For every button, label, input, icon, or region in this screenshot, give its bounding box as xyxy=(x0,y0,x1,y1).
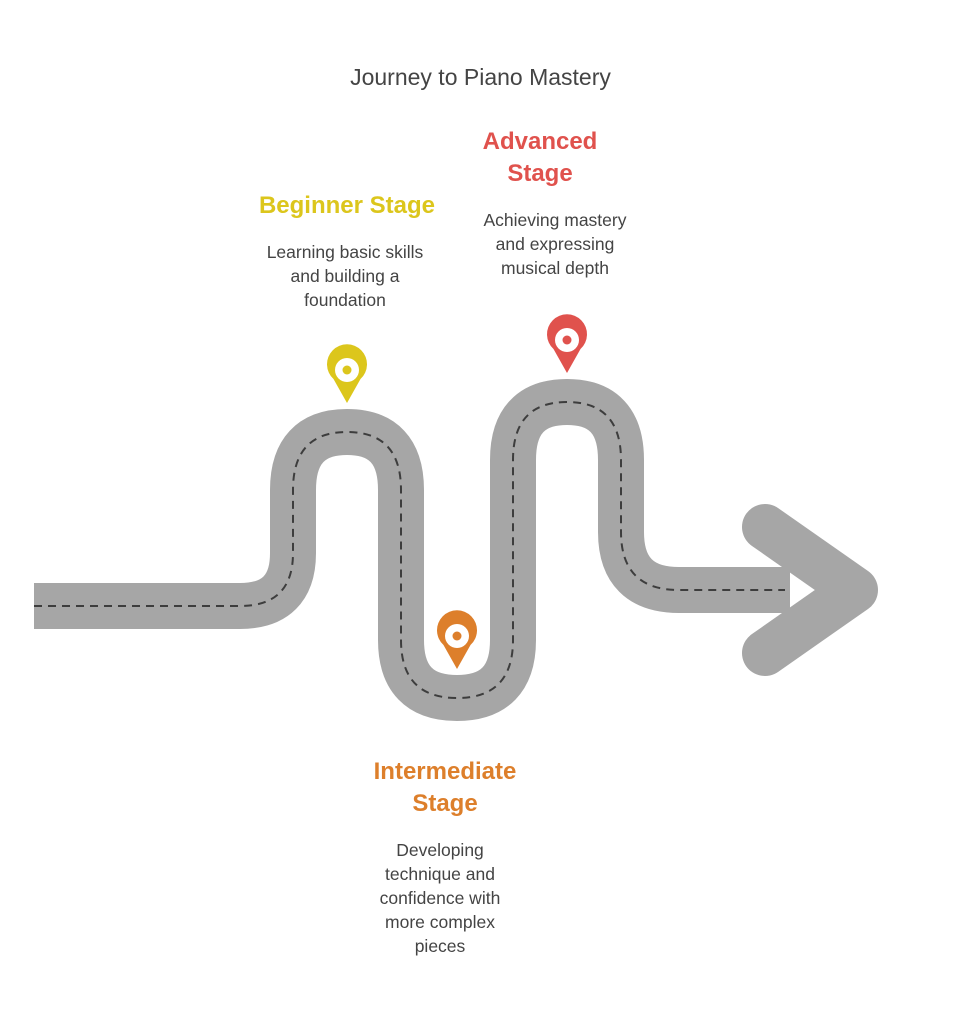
beginner-title-line: Beginner Stage xyxy=(258,192,436,219)
beginner-map-pin-icon xyxy=(327,344,367,403)
intermediate-title-line: Stage xyxy=(412,790,478,817)
advanced-stage-title: Advanced Stage xyxy=(430,126,650,190)
road xyxy=(34,379,790,721)
advanced-title-line: Advanced xyxy=(482,128,598,155)
intermediate-stage-description: Developing technique and confidence with… xyxy=(340,838,540,958)
advanced-title-line: Stage xyxy=(507,160,573,187)
road-center-dashes xyxy=(34,400,785,700)
diagram-title: Journey to Piano Mastery xyxy=(350,64,611,90)
advanced-desc-line: Achieving mastery xyxy=(483,210,627,230)
intermediate-desc-line: pieces xyxy=(414,936,466,956)
beginner-desc-line: and building a xyxy=(290,266,400,286)
beginner-desc-line: foundation xyxy=(304,290,386,310)
intermediate-desc-line: Developing xyxy=(396,840,484,860)
advanced-stage-description: Achieving mastery and expressing musical… xyxy=(440,208,670,280)
beginner-desc-line: Learning basic skills xyxy=(266,242,424,262)
advanced-desc-line: and expressing xyxy=(495,234,615,254)
intermediate-map-pin-icon xyxy=(437,610,477,669)
intermediate-stage-title: Intermediate Stage xyxy=(335,756,555,820)
intermediate-desc-line: more complex xyxy=(385,912,495,932)
road-arrow-head xyxy=(742,504,878,676)
beginner-stage-title: Beginner Stage xyxy=(217,190,477,222)
intermediate-desc-line: confidence with xyxy=(379,888,501,908)
intermediate-desc-line: technique and xyxy=(385,864,495,884)
beginner-stage-description: Learning basic skills and building a fou… xyxy=(225,240,465,312)
advanced-map-pin-icon xyxy=(547,314,587,373)
intermediate-title-line: Intermediate xyxy=(373,758,517,785)
advanced-desc-line: musical depth xyxy=(501,258,609,278)
